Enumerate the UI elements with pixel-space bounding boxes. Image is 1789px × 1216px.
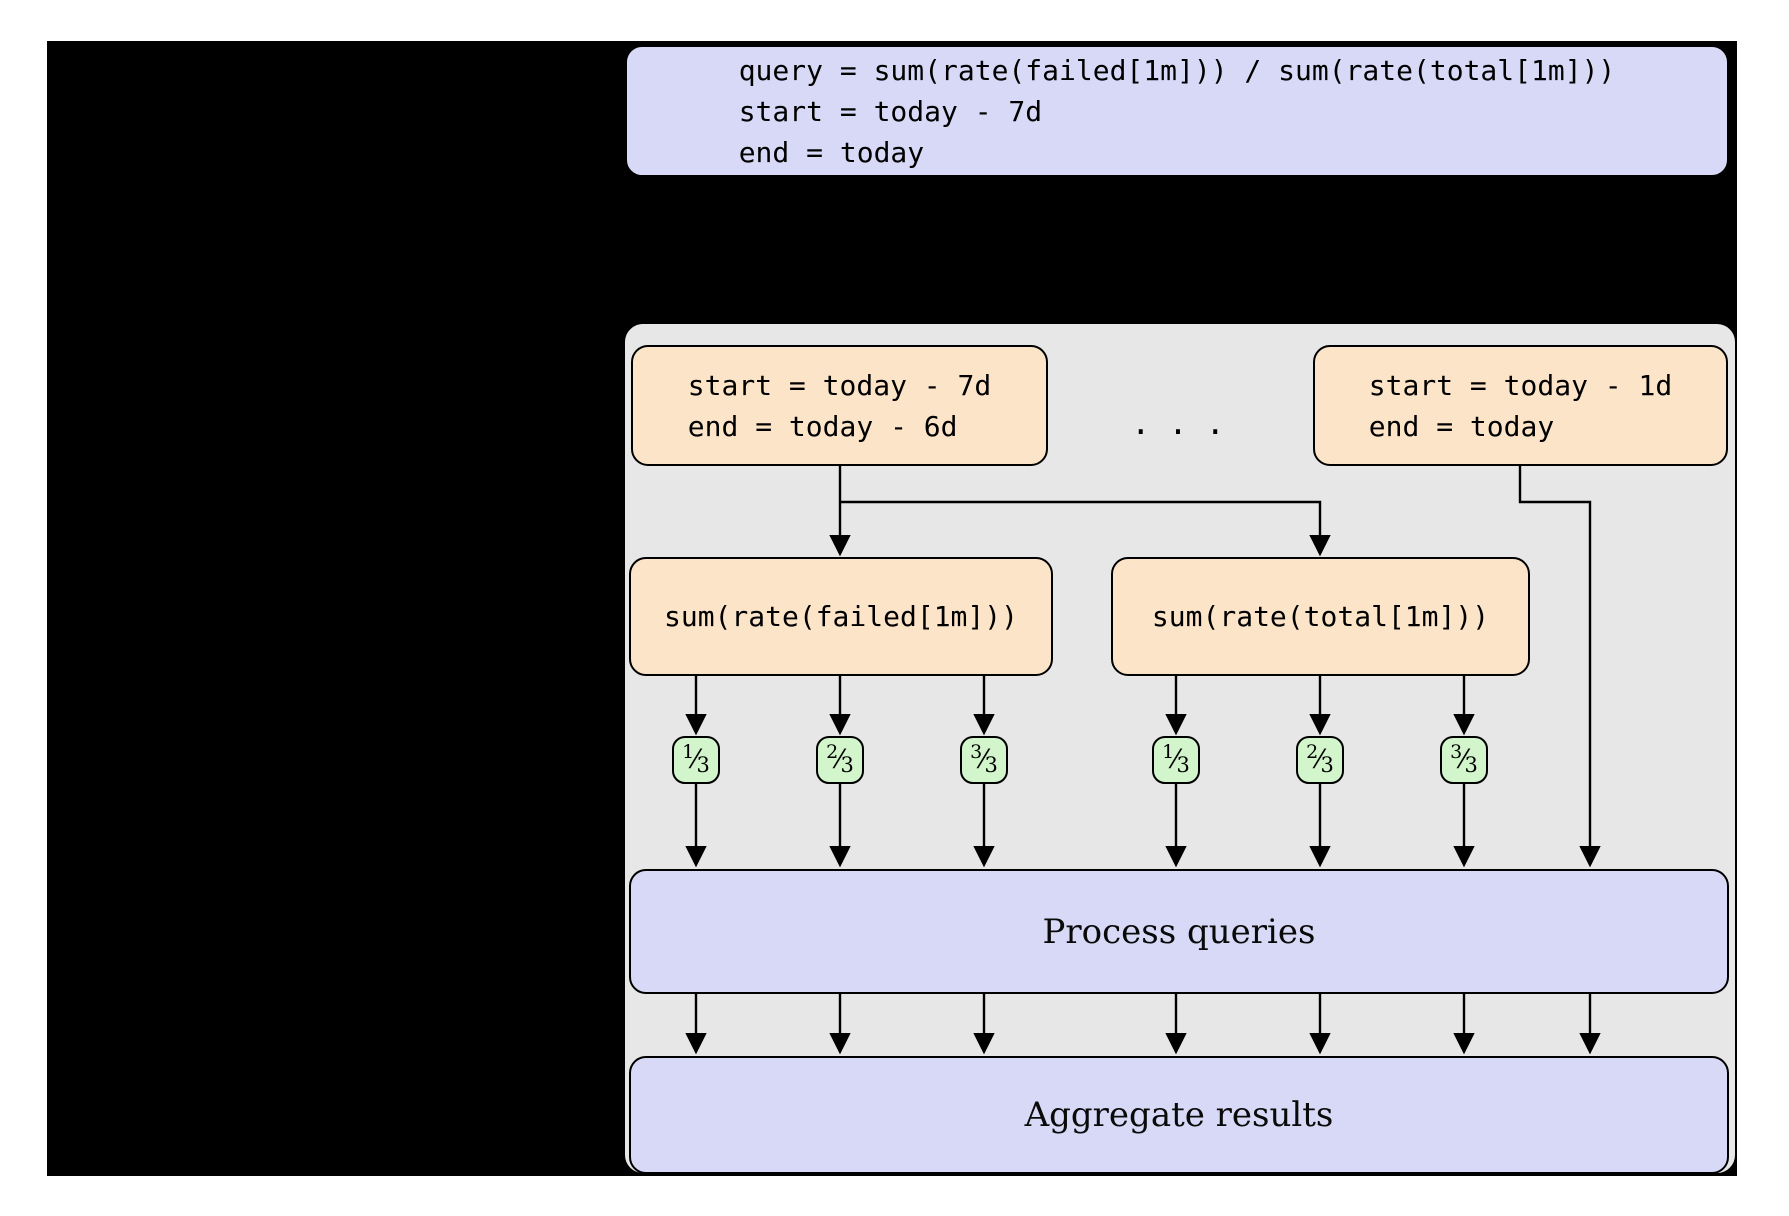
fraction-slash: ⁄ [1461,745,1466,775]
subquery-code-last: start = today - 1d end = today [1368,368,1673,443]
shard-numerator: 1 [682,740,695,763]
split-query-box-total: sum(rate(total[1m])) [1111,557,1530,676]
shard-fraction-chip: 1⁄3 [1152,736,1200,784]
shard-denominator: 3 [1464,752,1478,777]
subquery-box-last: start = today - 1d end = today [1313,345,1728,466]
fraction-slash: ⁄ [693,745,698,775]
split-query-box-failed: sum(rate(failed[1m])) [629,557,1053,676]
shard-denominator: 3 [1176,752,1190,777]
fraction-slash: ⁄ [1317,745,1322,775]
shard-denominator: 3 [984,752,998,777]
split-query-code-failed: sum(rate(failed[1m])) [663,599,1018,633]
fraction-slash: ⁄ [1173,745,1178,775]
shard-fraction-chip: 2⁄3 [816,736,864,784]
split-query-code-total: sum(rate(total[1m])) [1151,599,1490,633]
shard-denominator: 3 [696,752,710,777]
aggregate-results-label: Aggregate results [1024,1095,1334,1135]
ellipsis: ... [1131,404,1243,442]
shard-fraction-chip: 2⁄3 [1296,736,1344,784]
subquery-code-first: start = today - 7d end = today - 6d [687,368,992,443]
shard-numerator: 1 [1162,740,1175,763]
shard-numerator: 3 [970,740,983,763]
shard-denominator: 3 [1320,752,1334,777]
shard-numerator: 3 [1450,740,1463,763]
process-queries-box: Process queries [629,869,1729,994]
shard-denominator: 3 [840,752,854,777]
shard-fraction-chip: 3⁄3 [1440,736,1488,784]
fraction-slash: ⁄ [837,745,842,775]
process-queries-label: Process queries [1042,911,1316,952]
query-params-code: query = sum(rate(failed[1m])) / sum(rate… [738,53,1616,169]
fraction-slash: ⁄ [981,745,986,775]
shard-numerator: 2 [826,740,839,763]
shard-fraction-chip: 3⁄3 [960,736,1008,784]
aggregate-results-box: Aggregate results [629,1056,1729,1174]
shard-fraction-chip: 1⁄3 [672,736,720,784]
subquery-box-first: start = today - 7d end = today - 6d [631,345,1048,466]
shard-numerator: 2 [1306,740,1319,763]
query-params-box: query = sum(rate(failed[1m])) / sum(rate… [625,45,1729,177]
